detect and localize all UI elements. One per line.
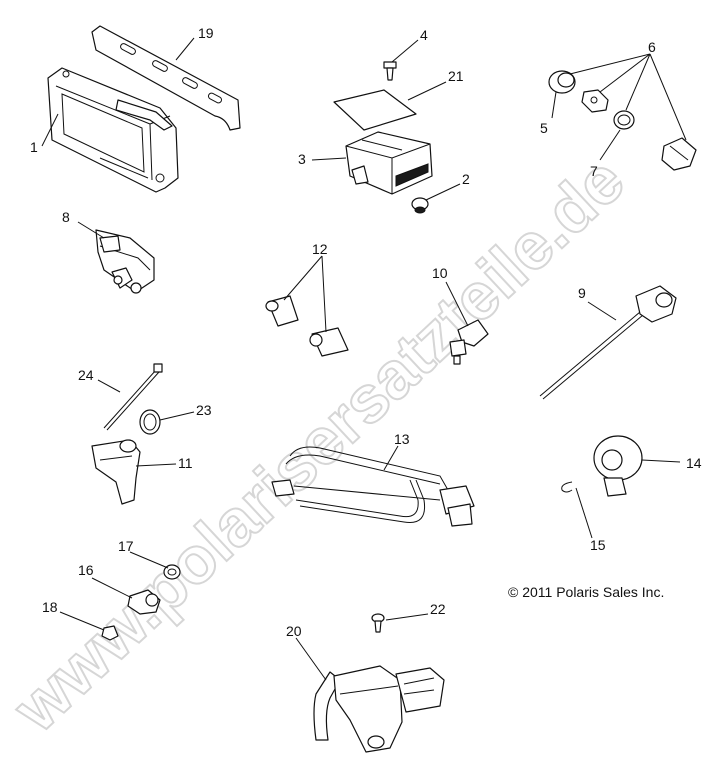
- callout-13: 13: [394, 431, 410, 447]
- callout-19: 19: [198, 25, 214, 41]
- part-10-temp-sensor: [449, 319, 489, 365]
- callout-18: 18: [42, 599, 58, 615]
- part-16-sensor: [127, 589, 161, 615]
- callout-1: 1: [30, 139, 38, 155]
- part-21-gasket: [333, 89, 417, 131]
- callout-11: 11: [178, 455, 193, 471]
- callout-17: 17: [118, 538, 134, 554]
- part-12-sleeves: [265, 295, 349, 357]
- part-11-tps: [91, 439, 141, 505]
- part-14-knock-sensor: [593, 435, 643, 497]
- callout-14: 14: [686, 455, 702, 471]
- callout-2: 2: [462, 171, 470, 187]
- part-9-probe: [539, 285, 677, 400]
- part-15-clip: [561, 481, 573, 493]
- part-23-o-ring: [139, 409, 161, 435]
- callout-9: 9: [578, 285, 586, 301]
- copyright-text: © 2011 Polaris Sales Inc.: [508, 584, 664, 600]
- callout-23: 23: [196, 402, 212, 418]
- callout-21: 21: [448, 68, 464, 84]
- callout-4: 4: [420, 27, 428, 43]
- part-6-plate: [581, 89, 609, 113]
- callout-24: 24: [78, 367, 94, 383]
- part-19-bracket: [91, 25, 241, 131]
- part-24-cable-tie: [103, 363, 163, 431]
- part-18-nut: [101, 625, 119, 641]
- callout-10: 10: [432, 265, 448, 281]
- part-13-harness: [271, 446, 475, 527]
- callout-20: 20: [286, 623, 302, 639]
- part-6-sensor: [661, 137, 697, 171]
- part-5-cap: [548, 70, 576, 94]
- part-3-module: [345, 131, 433, 195]
- callout-15: 15: [590, 537, 606, 553]
- callout-7: 7: [590, 163, 598, 179]
- part-17-washer: [163, 564, 181, 580]
- part-1-ecu: [47, 67, 179, 193]
- part-20-valve: [313, 665, 445, 753]
- part-2-grommet: [411, 197, 429, 214]
- callout-12: 12: [312, 241, 328, 257]
- callout-8: 8: [62, 209, 70, 225]
- callout-labels: 1 2 3 4 5 6 7 8 9 10 11 12 13 14 15 16 1…: [30, 25, 702, 639]
- callout-6: 6: [648, 39, 656, 55]
- part-22-screw: [371, 613, 385, 633]
- part-4-screw: [383, 61, 397, 81]
- leader-lines: [41, 37, 687, 681]
- part-7-ring: [613, 110, 635, 130]
- callout-5: 5: [540, 120, 548, 136]
- callout-22: 22: [430, 601, 446, 617]
- part-8-map-sensor: [95, 229, 155, 294]
- callout-3: 3: [298, 151, 306, 167]
- callout-16: 16: [78, 562, 94, 578]
